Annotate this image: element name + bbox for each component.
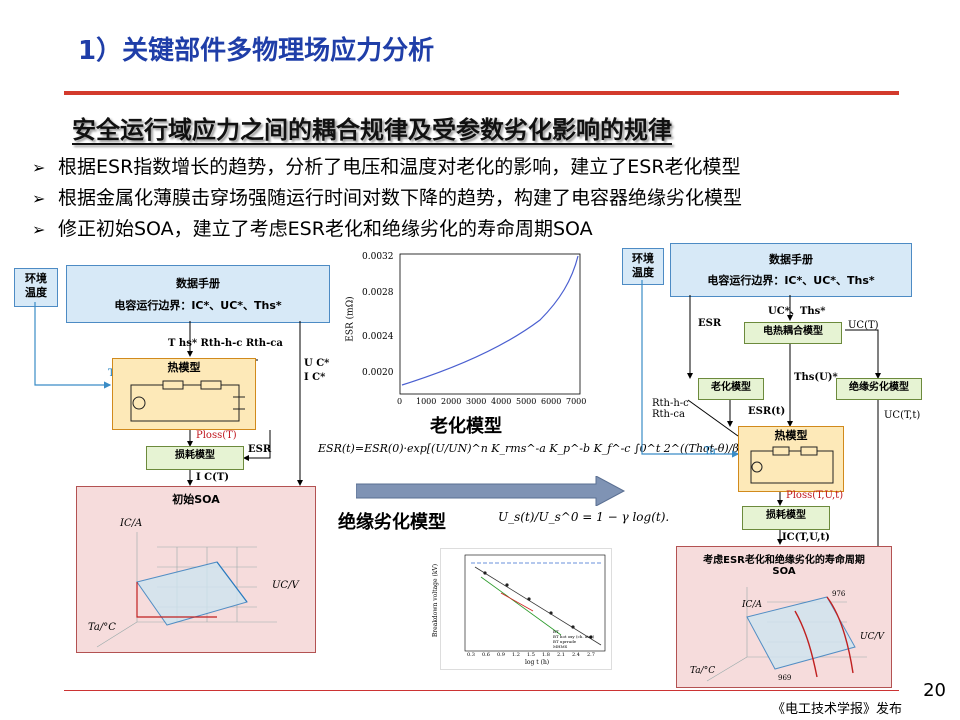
esr-label: ESR: [248, 444, 272, 455]
page-number: 20: [923, 680, 946, 701]
soa-3d-plot: [96, 532, 277, 648]
ploss-label-right: Ploss(T,U,t): [786, 490, 844, 501]
initial-soa-box: 初始SOA: [76, 486, 316, 653]
bullet-item: ➢修正初始SOA，建立了考虑ESR老化和绝缘劣化的寿命周期SOA: [32, 214, 742, 245]
axis-uc-right: UC/V: [860, 632, 885, 642]
uc-ths-label: UC*、Ths*: [768, 306, 826, 317]
thermal-circuit-icon: [130, 380, 245, 422]
datasheet-box-right: 数据手册 电容运行边界：IC*、UC*、Ths*: [670, 243, 912, 297]
slide-title: 1）关键部件多物理场应力分析: [78, 36, 435, 66]
ths-u-label: Ths(U)*: [794, 372, 838, 383]
ic-tut-label: IC(T,U,t): [782, 532, 830, 543]
loss-model-box: 损耗模型: [146, 446, 244, 470]
publisher-credit: 《电工技术学报》发布: [771, 702, 902, 717]
heat-model-box-right: 热模型: [738, 426, 844, 492]
uc-tt-label: UC(T,t): [884, 410, 921, 421]
arrow-bullet-icon: ➢: [32, 220, 46, 239]
th-rth-label: T hs* Rth-h-c Rth-ca: [168, 338, 283, 349]
ta-label-right: Ta: [704, 446, 716, 457]
lifecycle-soa-box: 考虑ESR老化和绝缘劣化的寿命周期 SOA: [676, 546, 892, 688]
rth-label-right: Rth-h-c Rth-ca: [652, 398, 689, 420]
env-temp-box: 环境 温度: [14, 268, 58, 307]
uc-t-label: UC(T): [848, 320, 879, 331]
tick-976: 976: [832, 590, 846, 598]
bullet-list: ➢根据ESR指数增长的趋势，分析了电压和温度对老化的影响，建立了ESR老化模型 …: [32, 152, 742, 245]
esr-label-right: ESR: [698, 318, 722, 329]
arrow-bullet-icon: ➢: [32, 189, 46, 208]
esr-t-label: ESR(t): [748, 406, 786, 417]
lifecycle-soa-3d-plot: [706, 587, 867, 682]
loss-model-box-right: 损耗模型: [742, 506, 830, 530]
electro-thermal-model-box: 电热耦合模型: [744, 322, 842, 344]
tick-969: 969: [778, 674, 792, 682]
esr-aging-chart: 0.0032 0.0028 0.0024 0.0020 ESR (mΩ) 0 1…: [346, 250, 590, 415]
bullet-item: ➢根据金属化薄膜击穿场强随运行时间对数下降的趋势，构建了电容器绝缘劣化模型: [32, 183, 742, 214]
esr-formula: ESR(t)=ESR(0)·exp[(U/UN)^n K_rms^-a K_p^…: [318, 442, 763, 455]
ploss-label: Ploss(T): [196, 430, 237, 441]
arrow-bullet-icon: ➢: [32, 158, 46, 177]
footer-divider: [64, 690, 899, 691]
flow-arrow-icon: [356, 476, 626, 506]
insulation-model-label: 绝缘劣化模型: [338, 512, 446, 533]
axis-uc: UC/V: [272, 580, 299, 591]
breakdown-voltage-chart: Breakdown voltage (kV) log t (h) 0.3 0.6…: [432, 548, 612, 670]
insulation-formula: U_s(t)/U_s^0 = 1 − γ log(t).: [498, 510, 670, 524]
heat-model-box: 热模型: [112, 358, 256, 430]
aging-model-box: 老化模型: [698, 378, 764, 400]
insulation-model-box: 绝缘劣化模型: [836, 378, 922, 400]
thermal-circuit-icon: [750, 446, 834, 484]
axis-ic-right: IC/A: [742, 600, 762, 610]
title-divider: [64, 91, 899, 95]
env-temp-box-right: 环境 温度: [622, 248, 664, 285]
uc-star-label: U C*: [304, 358, 330, 369]
ic-star-label: I C*: [304, 372, 326, 383]
aging-model-label: 老化模型: [430, 416, 502, 437]
esr-curve: [401, 255, 579, 386]
axis-ta-right: Ta/°C: [690, 666, 716, 676]
datasheet-box: 数据手册 电容运行边界：IC*、UC*、Ths*: [66, 265, 330, 323]
axis-ta: Ta/°C: [88, 622, 116, 633]
slide-subtitle: 安全运行域应力之间的耦合规律及受参数劣化影响的规律: [72, 116, 672, 144]
ic-t-label: I C(T): [196, 472, 230, 483]
bullet-item: ➢根据ESR指数增长的趋势，分析了电压和温度对老化的影响，建立了ESR老化模型: [32, 152, 742, 183]
axis-ic: IC/A: [120, 518, 143, 529]
